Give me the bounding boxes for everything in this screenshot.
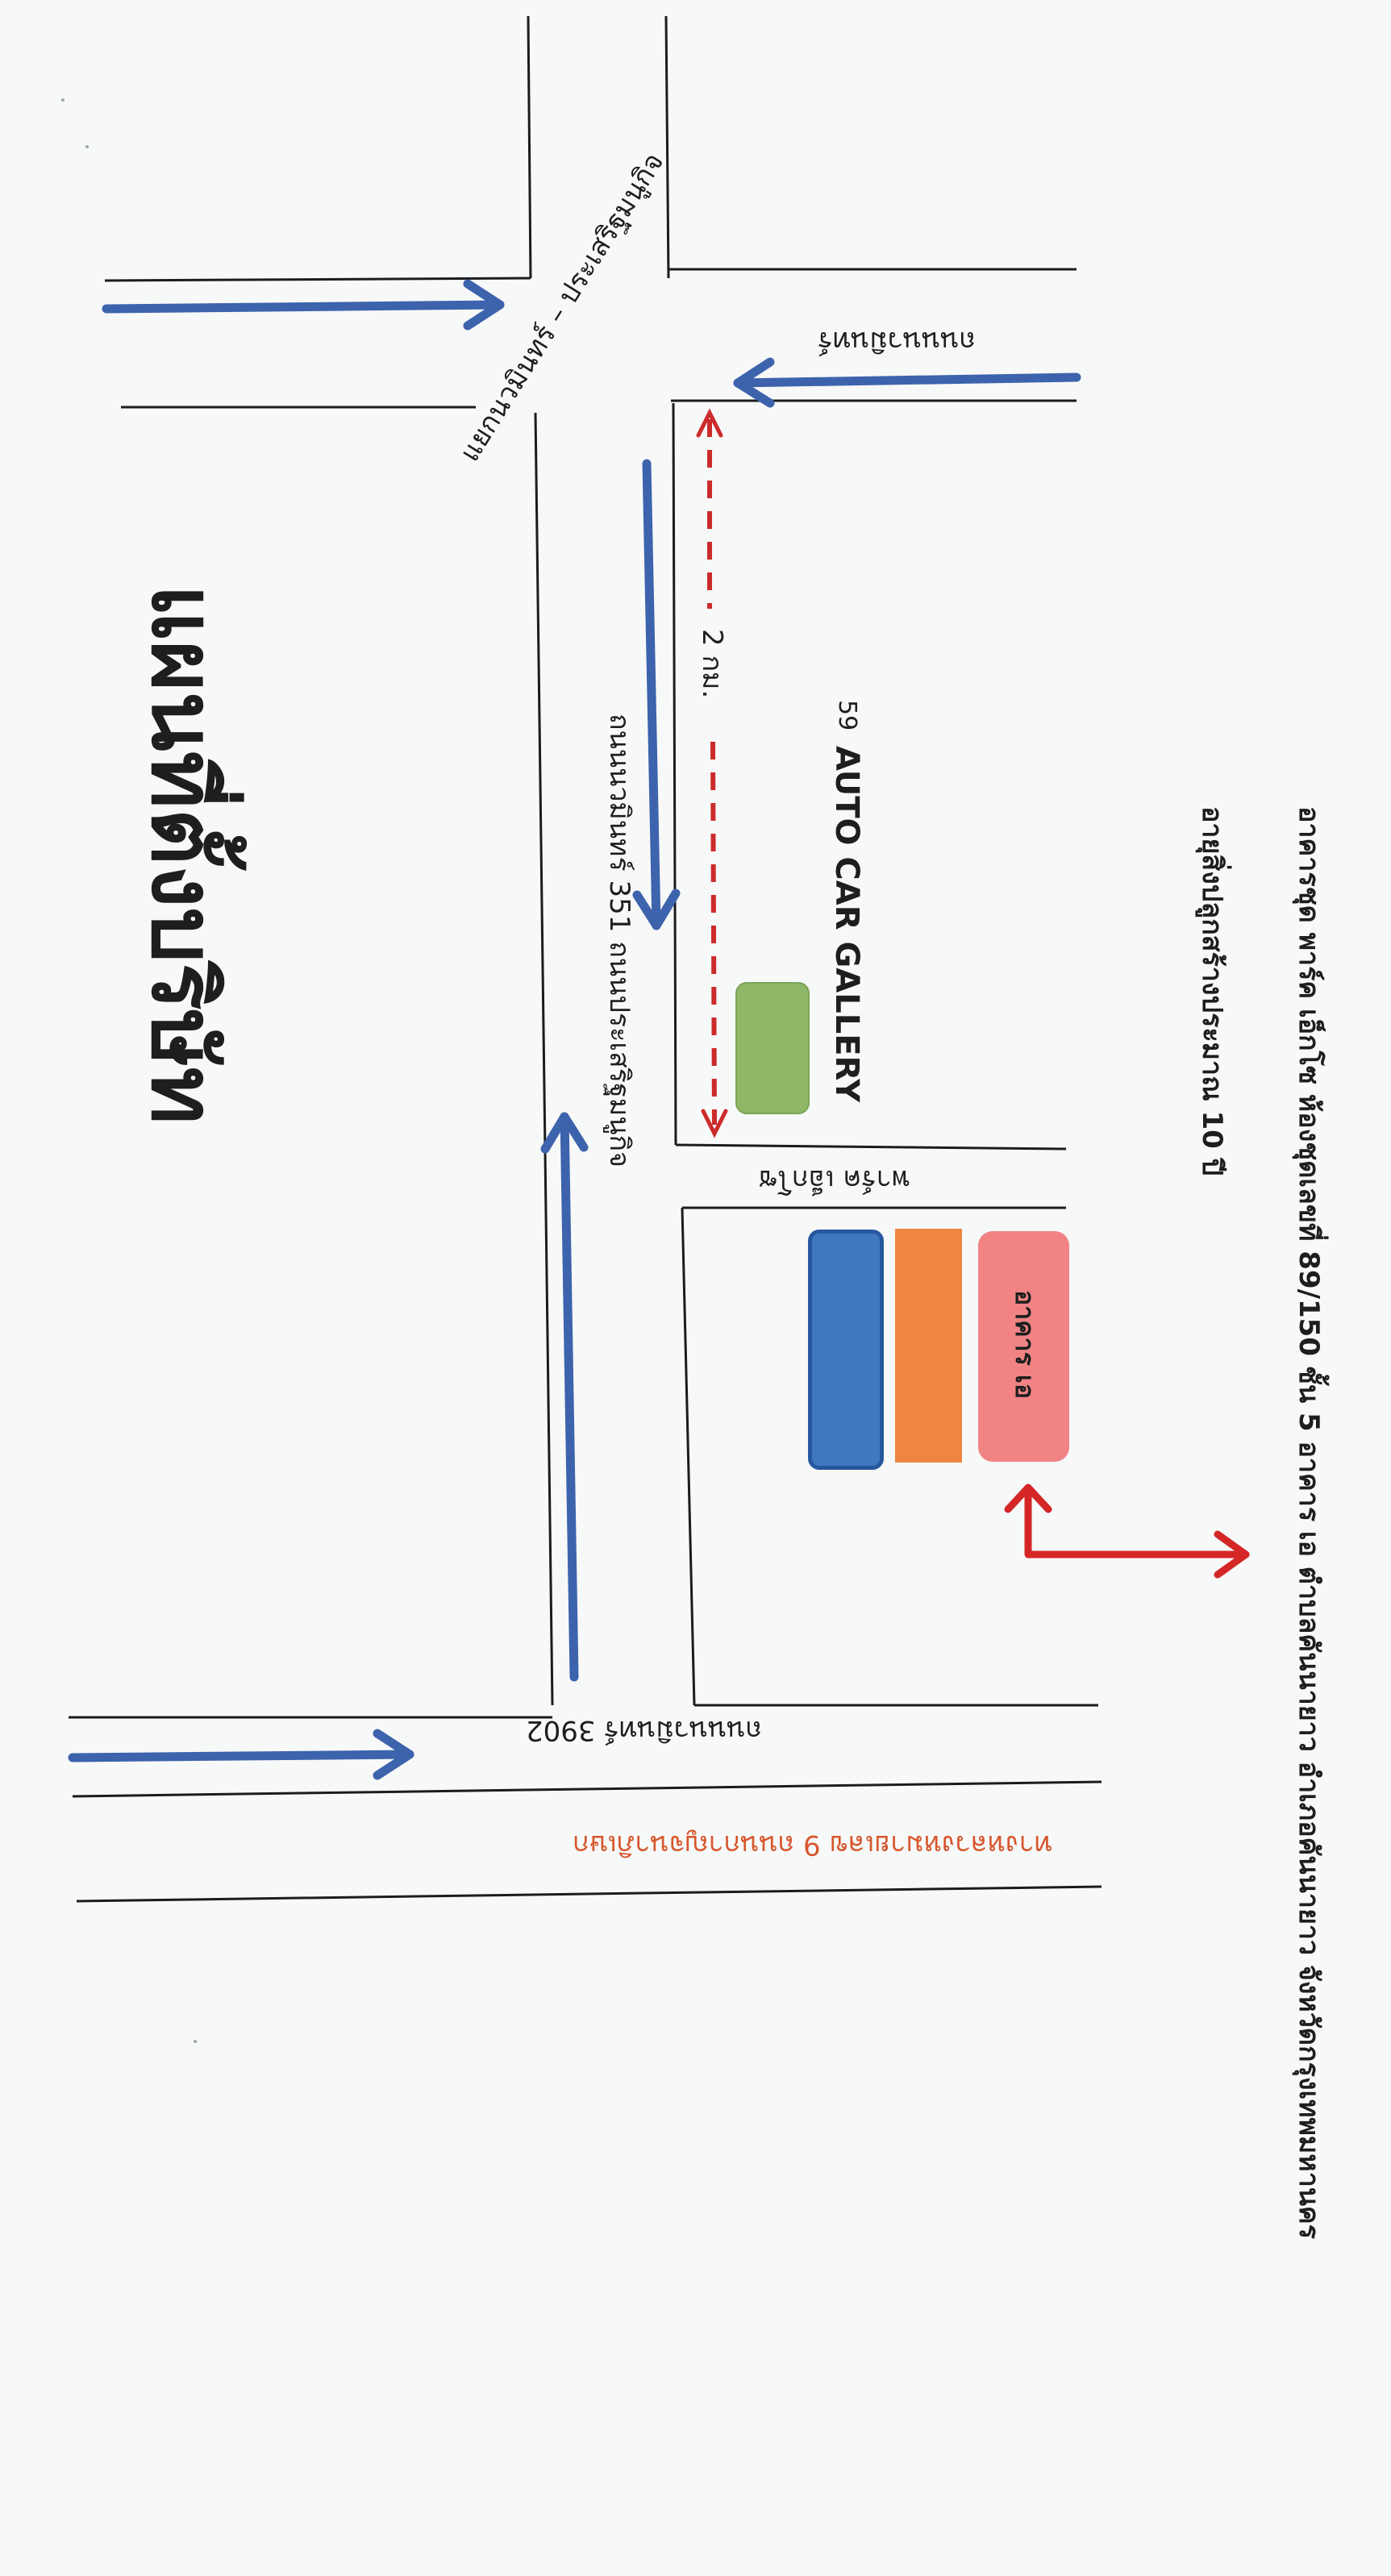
road-label-nawamin-east: ถนนนวมินทร์ bbox=[818, 325, 976, 357]
road-edge bbox=[534, 412, 554, 1706]
traffic-arrow-up bbox=[540, 1112, 589, 1682]
road-edge bbox=[664, 15, 670, 279]
road-edge bbox=[72, 1780, 1102, 1798]
landmark-name: AUTO CAR GALLERY bbox=[828, 746, 865, 1103]
building-a bbox=[978, 1231, 1069, 1462]
building-a-label: อาคาร เอ bbox=[1010, 1290, 1040, 1400]
distance-marker bbox=[696, 408, 728, 1138]
landmark-number: 59 bbox=[833, 700, 861, 731]
building-orange bbox=[895, 1229, 962, 1463]
road-edge bbox=[104, 277, 531, 282]
traffic-arrow-bottom bbox=[68, 1729, 414, 1780]
traffic-arrow-top-left bbox=[102, 279, 505, 331]
traffic-arrow-top-right bbox=[733, 357, 1081, 408]
building-pointer-arrow bbox=[1004, 1484, 1250, 1579]
distance-label: 2 กม. bbox=[696, 629, 728, 699]
distance-arrowhead-bottom bbox=[701, 1109, 728, 1138]
company-road-label: ทางหลวงหมายเลข 9 ถนนกาญจนาภิเษก bbox=[573, 1829, 1052, 1861]
road-edges bbox=[69, 15, 1102, 1903]
office-age-note: อายุสิ่งปลูกสร้างประมาณ 10 ปี bbox=[1196, 806, 1228, 1176]
scan-speck bbox=[194, 2040, 197, 2043]
road-edge bbox=[672, 402, 677, 1146]
map-title: แผนที่ตั้งบริษัท bbox=[132, 585, 233, 1125]
road-label-park-exo-soi: พาร์ค เอ็กโซ bbox=[758, 1163, 910, 1196]
road-label-lower-road: ถนนนวมินทร์ 3902 bbox=[525, 1714, 762, 1746]
road-edge bbox=[527, 15, 532, 279]
distance-line-lower bbox=[710, 741, 717, 1126]
road-edge bbox=[76, 1885, 1102, 1903]
office-address-line1: อาคารชุด พาร์ค เอ็กโซ ห้องชุดเลขที่ 89/1… bbox=[1293, 806, 1325, 2240]
traffic-arrow-down bbox=[632, 459, 681, 930]
traffic-arrows bbox=[68, 279, 1081, 1780]
scan-speck bbox=[85, 145, 89, 148]
road-edge bbox=[675, 1143, 1067, 1151]
building-blue bbox=[808, 1230, 884, 1470]
landmark-marker bbox=[735, 982, 810, 1114]
road-label-main-road: ถนนนวมินทร์ 351 ถนนประเสริฐมนูกิจ bbox=[603, 714, 635, 1167]
road-edge bbox=[681, 1207, 696, 1706]
distance-arrowhead-top bbox=[696, 408, 723, 438]
scan-speck bbox=[61, 98, 65, 102]
